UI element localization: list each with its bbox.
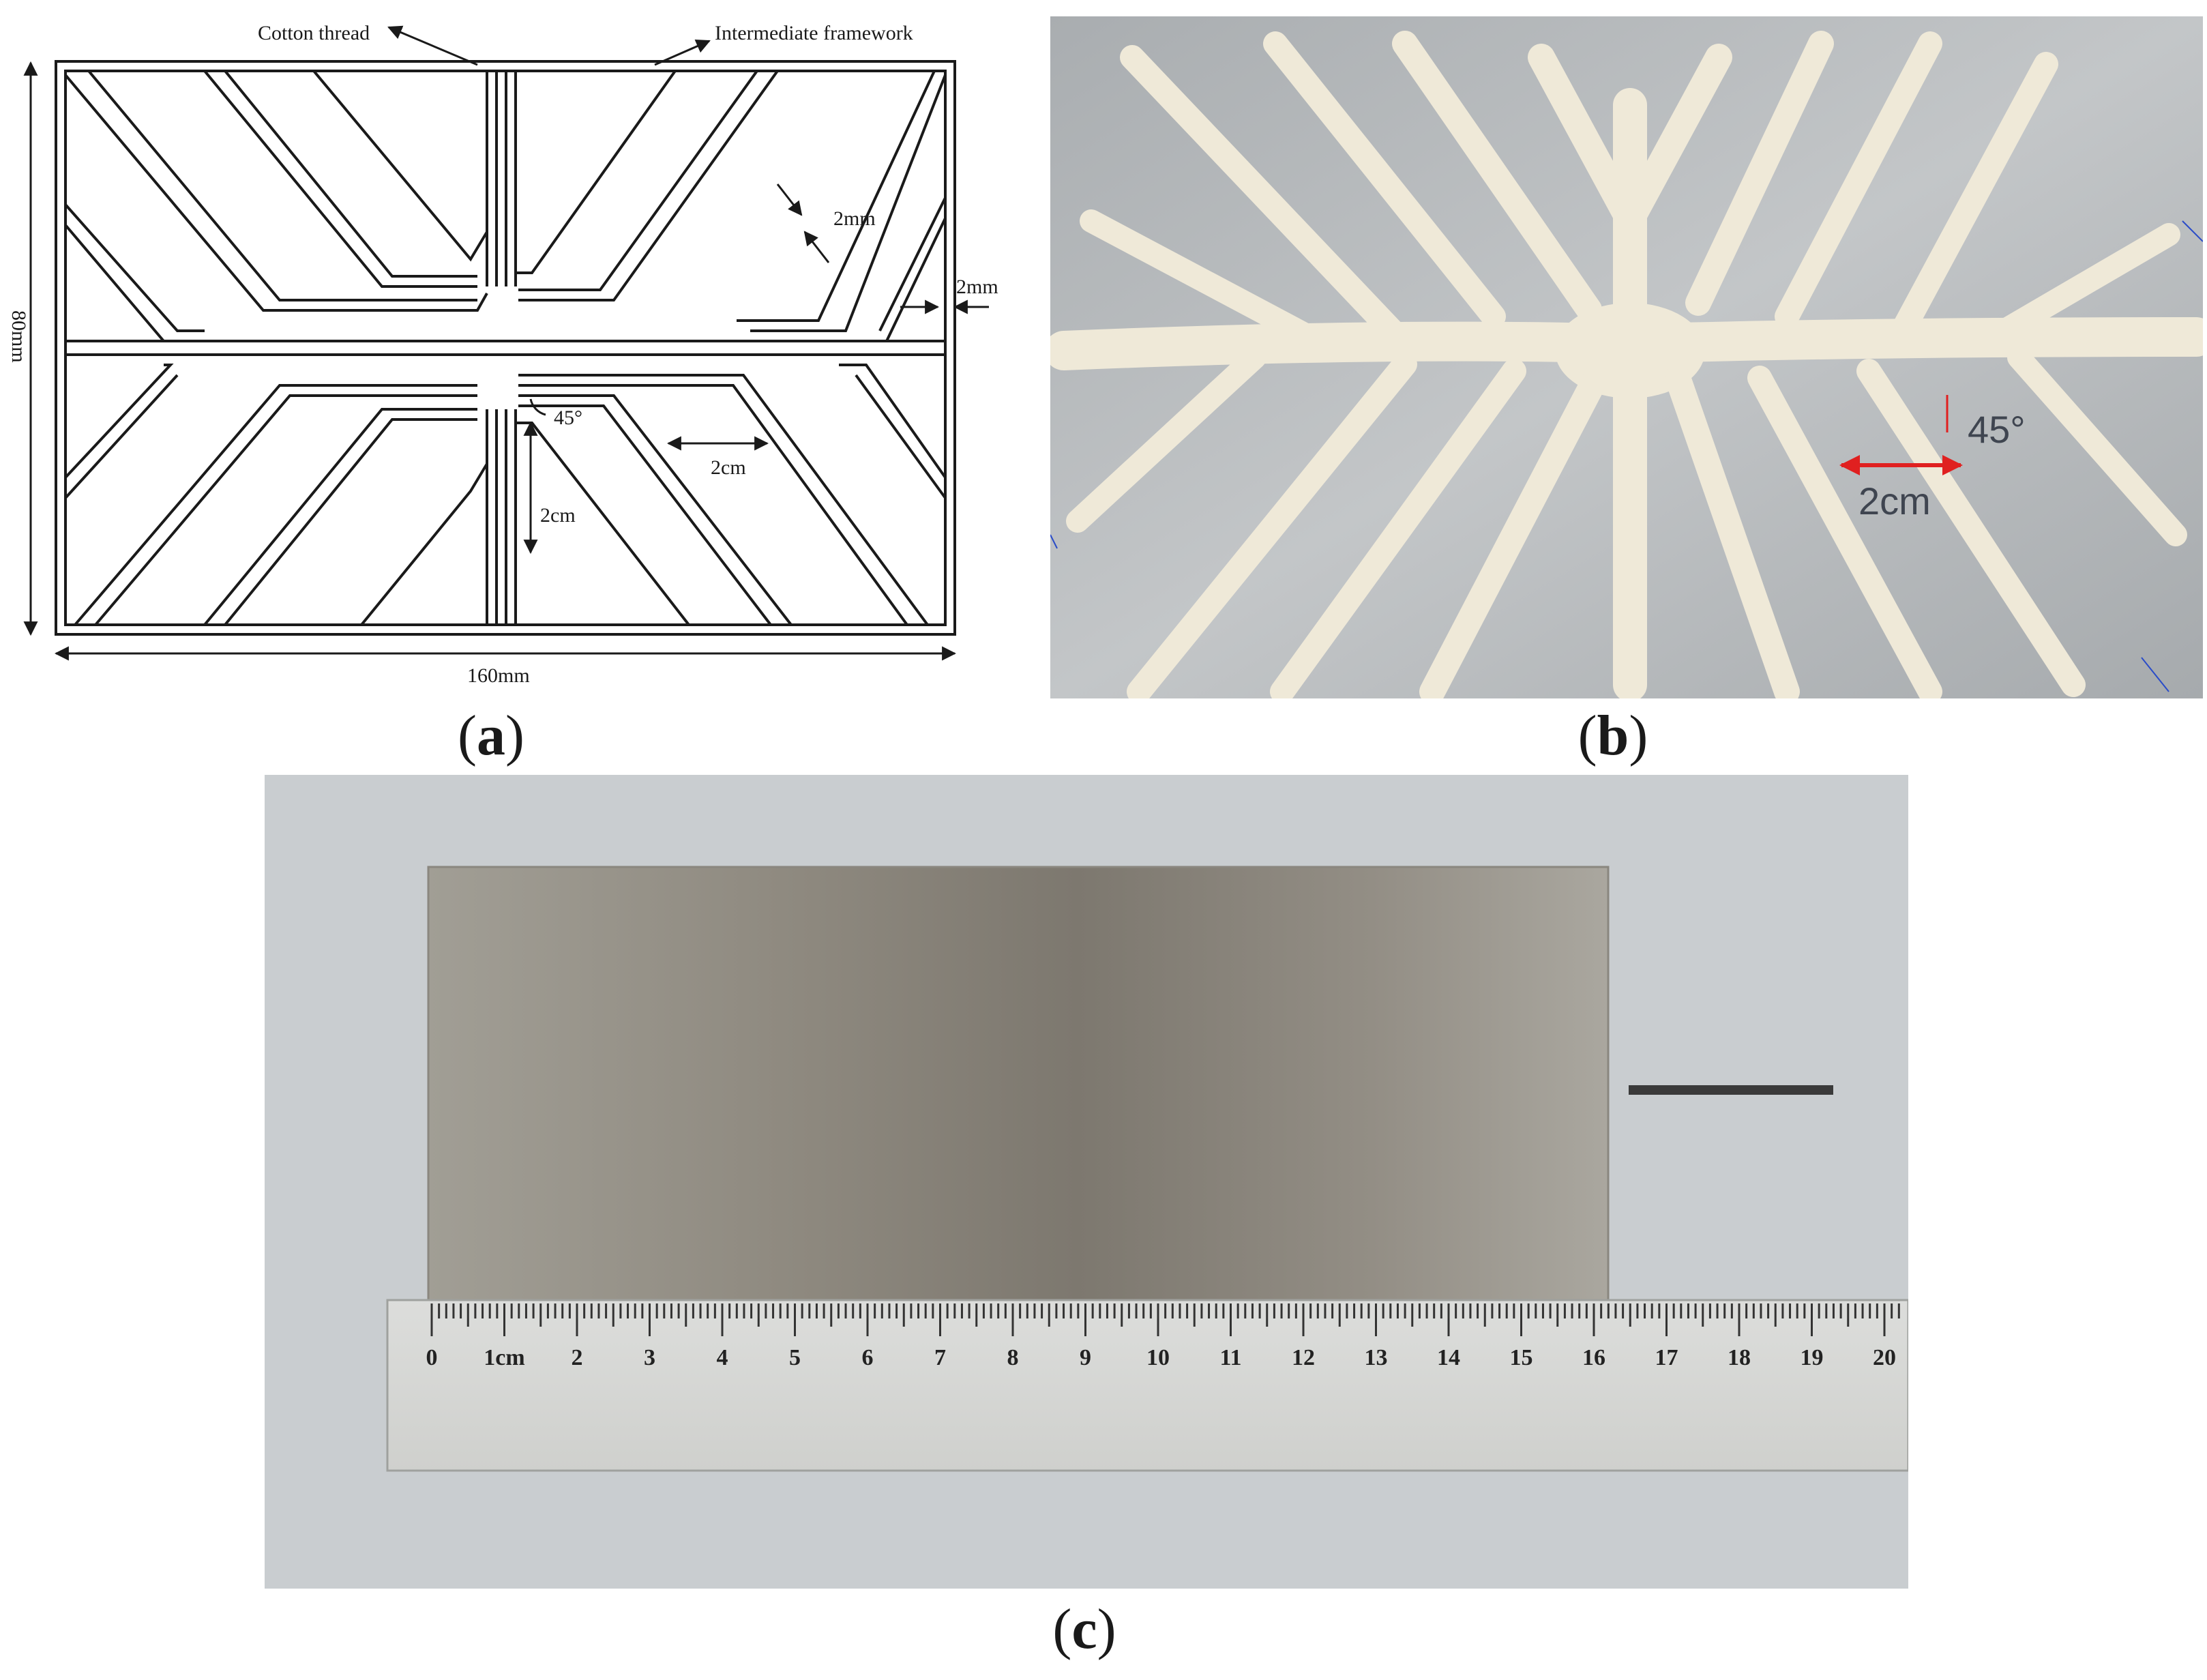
label-intermediate-framework: Intermediate framework [715, 22, 913, 44]
ruler-tick-label: 0 [426, 1345, 438, 1370]
ruler-tick-label: 4 [717, 1345, 728, 1370]
schematic-diagram: Cotton thread Intermediate framework 2mm… [8, 22, 998, 687]
label-angle: 45° [554, 407, 582, 429]
plate-ruler-photo: 0 1cm 2 3 4 5 6 7 8 9 10 11 12 13 14 15 16 17 18 19 20 [265, 775, 1908, 1589]
label-width-160mm: 160mm [467, 664, 530, 687]
framework-lines [55, 60, 956, 636]
ruler-tick-label: 7 [934, 1345, 946, 1370]
caption-b: (b) [1578, 704, 1648, 767]
ruler-tick-label: 18 [1728, 1345, 1751, 1370]
label-vertical-spacing: 2cm [540, 504, 576, 527]
ruler-tick-label: 15 [1510, 1345, 1533, 1370]
ruler-tick-label: 20 [1873, 1345, 1896, 1370]
ruler-tick-label: 6 [862, 1345, 874, 1370]
photo-label-spacing: 2cm [1858, 480, 1931, 522]
ruler-tick-label: 8 [1007, 1345, 1019, 1370]
guide-marks [1050, 220, 2203, 692]
ruler-tick-label: 14 [1437, 1345, 1460, 1370]
ruler-tick-label: 19 [1801, 1345, 1824, 1370]
ruler-tick-label: 2 [572, 1345, 583, 1370]
ruler: 0 1cm 2 3 4 5 6 7 8 9 10 11 12 13 14 15 16 17 18 19 20 [386, 1299, 1908, 1472]
ruler-tick-label: 1cm [484, 1345, 524, 1370]
label-horizontal-spacing: 2cm [711, 456, 746, 479]
caption-c: (c) [1052, 1597, 1116, 1661]
ruler-tick-label: 5 [789, 1345, 801, 1370]
cotton-strands [1050, 31, 2203, 698]
wire-sample [1629, 1085, 1833, 1095]
cotton-thread-photo: 45° 2cm [1050, 16, 2203, 698]
label-cotton-thread: Cotton thread [258, 22, 370, 44]
ruler-tick-label: 11 [1219, 1345, 1241, 1370]
ruler-tick-label: 13 [1365, 1345, 1388, 1370]
caption-a: (a) [458, 704, 524, 767]
photo-label-angle: 45° [1968, 408, 2026, 451]
label-edge-width: 2mm [956, 276, 998, 298]
ruler-tick-label: 17 [1655, 1345, 1678, 1370]
aluminum-plate [427, 866, 1610, 1302]
label-channel-width: 2mm [833, 207, 876, 230]
label-height-80mm: 80mm [8, 310, 30, 363]
ruler-tick-label: 12 [1292, 1345, 1315, 1370]
ruler-tick-label: 9 [1080, 1345, 1091, 1370]
ruler-tick-label: 16 [1582, 1345, 1605, 1370]
ruler-tick-label: 3 [644, 1345, 655, 1370]
ruler-tick-label: 10 [1146, 1345, 1170, 1370]
